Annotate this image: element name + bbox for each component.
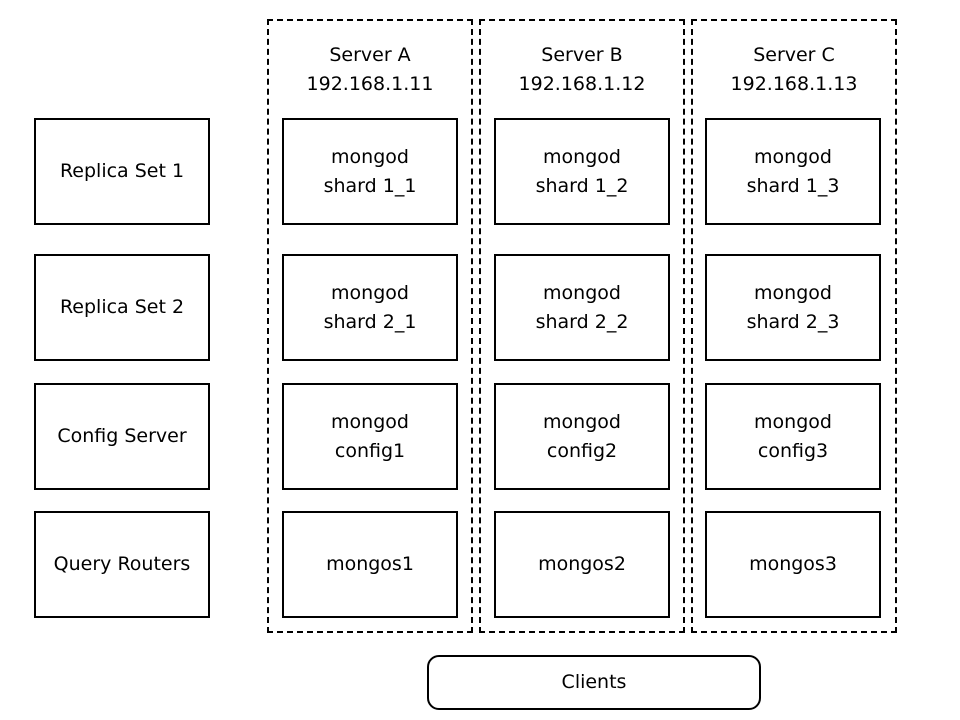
server-a-config-node: mongod config1 <box>282 383 458 490</box>
node-process: mongos1 <box>326 553 414 575</box>
node-role: shard 1_2 <box>535 174 629 197</box>
server-a-shard1-node: mongod shard 1_1 <box>282 118 458 225</box>
server-c-shard1-node: mongod shard 1_3 <box>705 118 881 225</box>
server-a-name: Server A <box>329 44 411 66</box>
node-process: mongod <box>331 145 409 168</box>
server-a-shard2-node: mongod shard 2_1 <box>282 254 458 361</box>
clients-box: Clients <box>427 655 761 710</box>
replica-set-2-label: Replica Set 2 <box>59 296 185 318</box>
node-role: shard 1_3 <box>746 174 840 197</box>
server-c-name: Server C <box>753 44 835 66</box>
node-role: shard 2_2 <box>535 310 629 333</box>
query-routers-label: Query Routers <box>53 553 191 575</box>
server-b-router-node: mongos2 <box>494 511 670 618</box>
server-c-config-node: mongod config3 <box>705 383 881 490</box>
node-process: mongod <box>543 281 621 304</box>
node-role: shard 1_1 <box>323 174 417 197</box>
node-process: mongod <box>754 410 832 433</box>
server-b-shard2-node: mongod shard 2_2 <box>494 254 670 361</box>
server-b-shard1-node: mongod shard 1_2 <box>494 118 670 225</box>
node-role: config3 <box>757 439 829 462</box>
server-c-ip: 192.168.1.13 <box>730 73 858 95</box>
node-process: mongod <box>543 410 621 433</box>
server-a-ip: 192.168.1.11 <box>306 73 434 95</box>
server-b-container: Server B 192.168.1.12 <box>479 19 685 633</box>
config-server-label-box: Config Server <box>34 383 210 490</box>
node-process: mongod <box>754 281 832 304</box>
replica-set-1-label: Replica Set 1 <box>59 160 185 182</box>
server-a-router-node: mongos1 <box>282 511 458 618</box>
node-process: mongos2 <box>538 553 626 575</box>
server-c-container: Server C 192.168.1.13 <box>691 19 897 633</box>
replica-set-2-label-box: Replica Set 2 <box>34 254 210 361</box>
server-a-header: Server A 192.168.1.11 <box>269 41 471 99</box>
node-role: config1 <box>334 439 406 462</box>
node-role: shard 2_3 <box>746 310 840 333</box>
server-b-config-node: mongod config2 <box>494 383 670 490</box>
server-c-header: Server C 192.168.1.13 <box>693 41 895 99</box>
node-process: mongod <box>754 145 832 168</box>
node-process: mongod <box>331 281 409 304</box>
server-a-container: Server A 192.168.1.11 <box>267 19 473 633</box>
config-server-label: Config Server <box>57 425 187 447</box>
clients-label: Clients <box>561 671 627 693</box>
node-role: config2 <box>546 439 618 462</box>
server-b-header: Server B 192.168.1.12 <box>481 41 683 99</box>
node-process: mongod <box>331 410 409 433</box>
node-process: mongod <box>543 145 621 168</box>
node-role: shard 2_1 <box>323 310 417 333</box>
server-b-ip: 192.168.1.12 <box>518 73 646 95</box>
server-c-shard2-node: mongod shard 2_3 <box>705 254 881 361</box>
replica-set-1-label-box: Replica Set 1 <box>34 118 210 225</box>
server-b-name: Server B <box>541 44 623 66</box>
server-c-router-node: mongos3 <box>705 511 881 618</box>
query-routers-label-box: Query Routers <box>34 511 210 618</box>
node-process: mongos3 <box>749 553 837 575</box>
